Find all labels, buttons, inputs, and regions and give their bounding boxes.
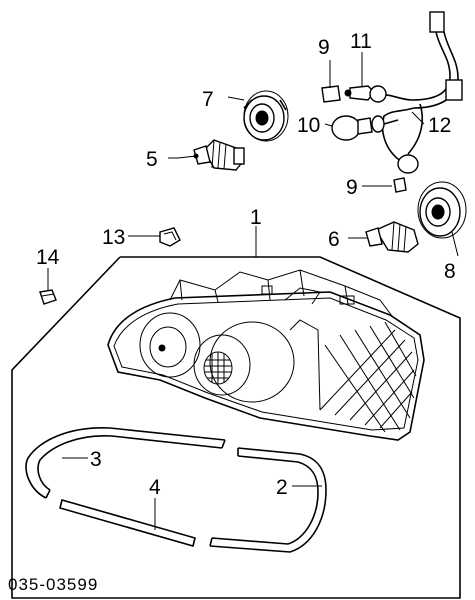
wiring-harness	[321, 11, 463, 193]
trim-part-3	[25, 427, 226, 499]
nut-part-14	[39, 289, 57, 305]
leader-lines	[47, 52, 459, 530]
callout-9-bottom: 9	[346, 176, 358, 199]
callout-12: 12	[428, 114, 451, 137]
callout-8: 8	[444, 260, 456, 283]
callout-5: 5	[146, 148, 158, 171]
callout-10: 10	[297, 114, 320, 137]
callout-1: 1	[250, 206, 262, 229]
callout-4: 4	[149, 476, 161, 499]
trim-part-2	[209, 447, 327, 553]
socket-part-8	[417, 181, 467, 239]
clip-part-13	[159, 227, 181, 247]
callout-7: 7	[202, 88, 214, 111]
callout-11: 11	[350, 30, 372, 53]
callout-13: 13	[102, 226, 125, 249]
callout-numbers: 1 2 3 4 5 6 7 8 9 9 10 11 12 13 14	[36, 30, 456, 499]
callout-9-top: 9	[318, 36, 330, 59]
callout-2: 2	[276, 476, 288, 499]
callout-14: 14	[36, 246, 60, 269]
part-code: 035-03599	[8, 575, 98, 594]
bulb-part-6	[350, 221, 419, 253]
bulb-part-5	[177, 139, 245, 171]
socket-part-7	[243, 90, 289, 142]
callout-6: 6	[328, 228, 340, 251]
callout-3: 3	[90, 448, 102, 471]
trim-part-4	[59, 499, 196, 547]
assembly-frame	[11, 256, 461, 599]
headlight-housing	[107, 269, 425, 441]
